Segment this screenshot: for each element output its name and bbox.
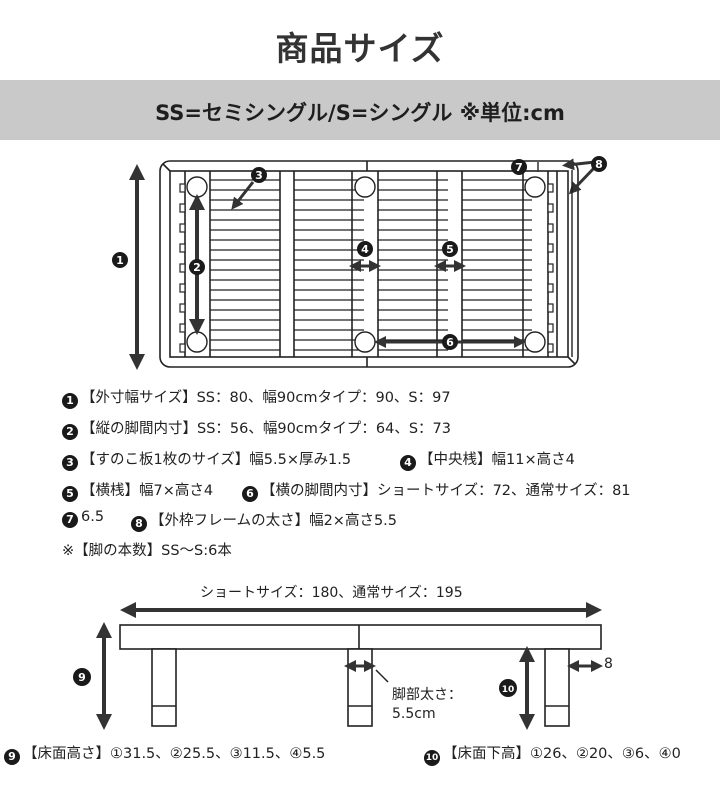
svg-text:8: 8 (595, 158, 603, 171)
page-title: 商品サイズ (275, 29, 445, 68)
spec-slat-size: 3【すのこ板1枚のサイズ】幅5.5×厚み1.5 (62, 448, 351, 471)
spec-horizontal-leg-spacing: 6【横の脚間内寸】ショートサイズ：72、通常サイズ：81 (242, 479, 631, 502)
spec-cross-beam: 5【横桟】幅7×高さ4 (62, 479, 213, 502)
spec-frame-thickness: 8【外枠フレームの太さ】幅2×高さ5.5 (131, 509, 397, 532)
spec-outer-width: 1【外寸幅サイズ】SS：80、幅90cmタイプ：90、S：97 (62, 386, 451, 409)
svg-text:2: 2 (193, 261, 201, 274)
svg-text:10: 10 (502, 685, 515, 695)
frame-width-label: 8 (604, 656, 613, 672)
spec-leg-count-note: ※【脚の本数】SS〜S:6本 (62, 543, 232, 559)
leg-thickness-label: 脚部太さ： (392, 687, 462, 703)
leg-thickness-value: 5.5cm (392, 706, 436, 722)
svg-text:7: 7 (515, 161, 523, 174)
floor-height-spec: 9【床面高さ】①31.5、②25.5、③11.5、④5.5 (4, 742, 325, 765)
unit-note: SS=セミシングル/S=シングル ※単位:cm (155, 101, 565, 125)
length-label: ショートサイズ：180、通常サイズ：195 (200, 585, 463, 601)
svg-text:4: 4 (361, 243, 369, 256)
svg-text:1: 1 (116, 254, 124, 267)
svg-text:5: 5 (446, 243, 454, 256)
spec-vertical-leg-spacing: 2【縦の脚間内寸】SS：56、幅90cmタイプ：64、S：73 (62, 417, 451, 440)
spec-center-beam: 4【中央桟】幅11×高さ4 (400, 448, 575, 471)
svg-text:3: 3 (255, 169, 263, 182)
svg-text:9: 9 (78, 671, 86, 684)
unit-band: SS=セミシングル/S=シングル ※単位:cm (0, 80, 720, 140)
svg-text:6: 6 (446, 336, 454, 349)
under-clearance-spec: 10【床面下高】①26、②20、③6、④0 (424, 742, 681, 766)
